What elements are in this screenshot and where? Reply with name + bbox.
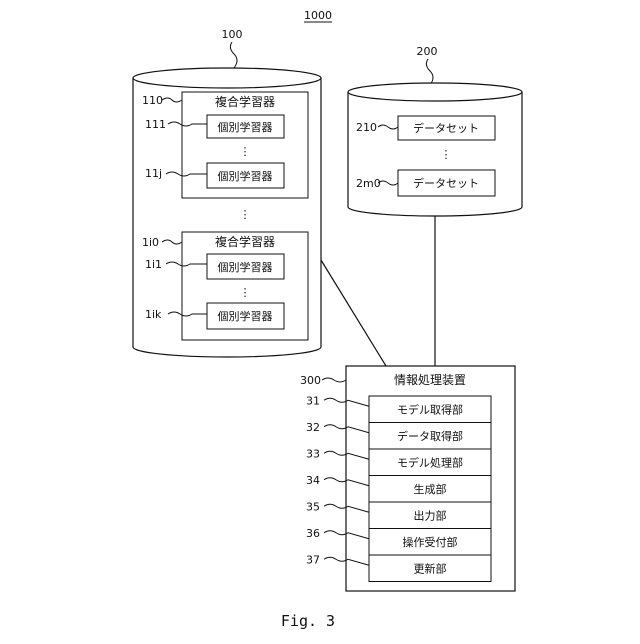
- unit-37-ref: 37: [306, 553, 320, 566]
- storage-200-ellipsis: ⋮: [441, 148, 452, 161]
- group-110-ref: 110: [142, 94, 163, 107]
- processor-300-leader: [322, 378, 346, 382]
- data-acquisition-unit-label: データ取得部: [397, 429, 463, 443]
- figure-ref: 1000: [304, 9, 332, 22]
- storage-100-ref: 100: [222, 28, 243, 41]
- unit-34-ref: 34: [306, 474, 320, 487]
- connector-100-300: [321, 260, 386, 366]
- processor-300-title: 情報処理装置: [394, 373, 466, 387]
- figure-caption: Fig. 3: [281, 612, 335, 630]
- unit-35-ref: 35: [306, 500, 320, 513]
- learner-11j-ref: 11j: [145, 167, 162, 180]
- group-1i0-ellipsis: ⋮: [240, 286, 251, 299]
- unit-33-ref: 33: [306, 447, 320, 460]
- dataset-2m0-ref: 2m0: [356, 177, 381, 190]
- processor-units: 31 モデル取得部 32 データ取得部 33 モデル処理部 34 生成部 35 出力部 36 操作受付…: [306, 394, 491, 581]
- operation-reception-unit-label: 操作受付部: [403, 535, 458, 549]
- storage-100-leader: [230, 42, 237, 68]
- dataset-210-label: データセット: [413, 121, 479, 135]
- learner-111-ref: 111: [145, 118, 166, 131]
- individual-learner-111-label: 個別学習器: [218, 120, 273, 134]
- group-110-ellipsis: ⋮: [240, 145, 251, 158]
- unit-36-ref: 36: [306, 527, 320, 540]
- individual-learner-1ik-label: 個別学習器: [218, 309, 273, 323]
- unit-31-ref: 31: [306, 394, 320, 407]
- processor-300-ref: 300: [300, 374, 321, 387]
- update-unit-label: 更新部: [414, 561, 447, 575]
- unit-32-ref: 32: [306, 421, 320, 434]
- storage-200-ref: 200: [417, 45, 438, 58]
- output-unit-label: 出力部: [414, 508, 447, 522]
- composite-learner-110-title: 複合学習器: [215, 94, 275, 109]
- storage-100-ellipsis: ⋮: [240, 208, 251, 221]
- group-1i0-ref: 1i0: [142, 236, 159, 249]
- composite-learner-1i0-title: 複合学習器: [215, 234, 275, 249]
- learner-1ik-ref: 1ik: [145, 308, 162, 321]
- individual-learner-11j-label: 個別学習器: [218, 169, 273, 183]
- model-acquisition-unit-label: モデル取得部: [397, 402, 463, 416]
- dataset-210-ref: 210: [356, 121, 377, 134]
- dataset-2m0-label: データセット: [413, 176, 479, 190]
- learner-1i1-ref: 1i1: [145, 258, 162, 271]
- model-processing-unit-label: モデル処理部: [397, 455, 463, 469]
- generation-unit-label: 生成部: [414, 482, 447, 496]
- storage-200-leader: [426, 59, 433, 85]
- individual-learner-1i1-label: 個別学習器: [218, 260, 273, 274]
